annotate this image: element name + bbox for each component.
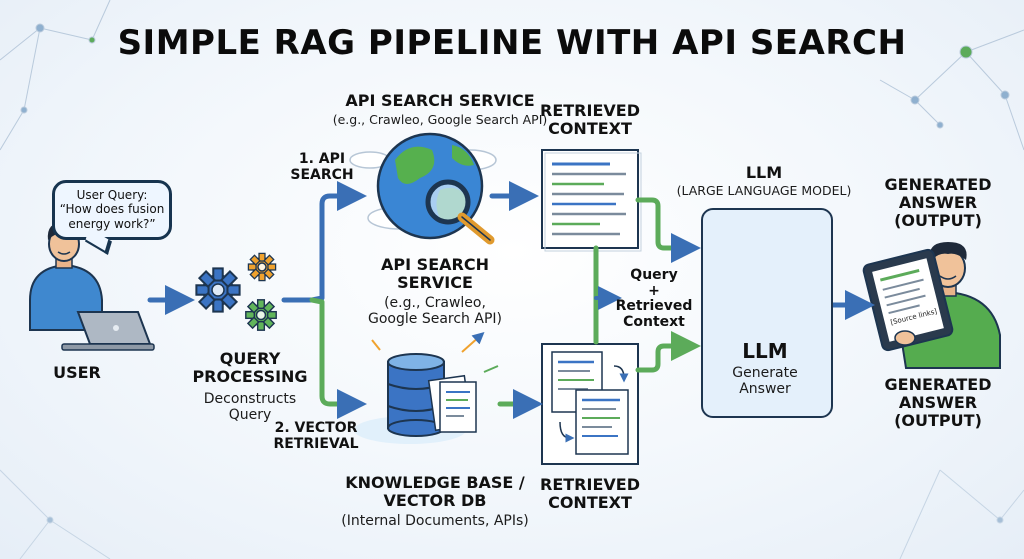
user-label: USER [53,363,101,382]
ga-line: (OUTPUT) [894,210,982,230]
llm-box [701,208,833,418]
llm-box-title: LLM [742,339,788,363]
rc-line: RETRIEVED [540,475,640,494]
merge-line: Context [623,314,685,331]
rc-line: CONTEXT [548,118,632,138]
network-decoration-right [879,29,1024,151]
api-title-line: API SEARCH [381,255,489,274]
bubble-line: User Query: [76,188,148,202]
qp-title-line: PROCESSING [192,366,308,386]
page-title: SIMPLE RAG PIPELINE WITH API SEARCH [117,23,907,63]
generated-answer-top-label: GENERATED ANSWER (OUTPUT) [870,176,1006,230]
bubble-line: energy work?” [68,216,156,231]
api-title-line: SERVICE [397,272,473,292]
network-decoration-bottom [0,469,1024,559]
ga-line: ANSWER [898,192,978,212]
llm-top-subtitle: (LARGE LANGUAGE MODEL) [676,183,852,198]
qp-desc-line: Deconstructs [203,391,297,407]
merge-line: + [648,282,660,299]
ga-line: GENERATED [884,175,992,194]
bubble-line: “How does fusion [59,202,165,217]
branch-label-line: SEARCH [290,166,354,183]
retrieved-context-top-label: RETRIEVED CONTEXT [540,102,640,138]
flow-arrows [147,181,875,419]
retrieved-context-top-document [541,149,642,252]
llm-top-title: LLM [745,163,783,182]
query-processing-desc: Deconstructs Query [185,391,315,423]
answer-person-with-tablet-icon [862,242,1001,369]
query-processing-title: QUERY PROCESSING [185,350,315,386]
api-sub-line: Google Search API) [368,310,502,327]
laptop-icon [61,311,155,351]
merge-line: Query [630,267,678,283]
branch-label-line: RETRIEVAL [273,435,359,452]
kb-title-line: VECTOR DB [383,490,487,510]
api-search-service-title: API SEARCH SERVICE [362,256,508,292]
api-search-service-top-title: API SEARCH SERVICE [345,91,535,110]
llm-box-desc: Generate Answer [701,365,829,397]
qp-desc-line: Query [228,406,272,423]
api-search-service-subtitle: (e.g., Crawleo, Google Search API) [352,295,518,327]
retrieved-context-bottom-documents [541,343,639,465]
llm-desc-line: Answer [739,380,791,397]
branch-label-line: 1. API [298,151,346,167]
user-query-bubble: User Query: “How does fusion energy work… [52,180,172,240]
merge-line: Retrieved [615,298,693,315]
api-sub-line: (e.g., Crawleo, [384,295,486,311]
api-search-branch-label: 1. API SEARCH [286,151,358,183]
ga-line: GENERATED [884,375,992,394]
vector-database-icon [354,332,499,444]
knowledge-base-subtitle: (Internal Documents, APIs) [341,513,529,529]
generated-answer-bottom-label: GENERATED ANSWER (OUTPUT) [870,376,1006,430]
api-search-service-top-subtitle: (e.g., Crawleo, Google Search API) [332,112,548,127]
vector-retrieval-branch-label: 2. VECTOR RETRIEVAL [268,420,364,452]
rc-line: CONTEXT [548,492,632,512]
query-processing-gears-icon [195,252,277,331]
qp-title-line: QUERY [219,349,281,368]
knowledge-base-title: KNOWLEDGE BASE / VECTOR DB [340,474,530,510]
llm-desc-line: Generate [732,365,798,381]
network-decoration-left [0,0,111,151]
branch-label-line: 2. VECTOR [274,420,358,436]
retrieved-context-bottom-label: RETRIEVED CONTEXT [540,476,640,512]
kb-title-line: KNOWLEDGE BASE / [345,473,525,492]
query-plus-context-label: Query + Retrieved Context [612,267,696,331]
ga-line: ANSWER [898,392,978,412]
ga-line: (OUTPUT) [894,410,982,430]
globe-search-icon [349,132,497,245]
rc-line: RETRIEVED [540,101,640,120]
